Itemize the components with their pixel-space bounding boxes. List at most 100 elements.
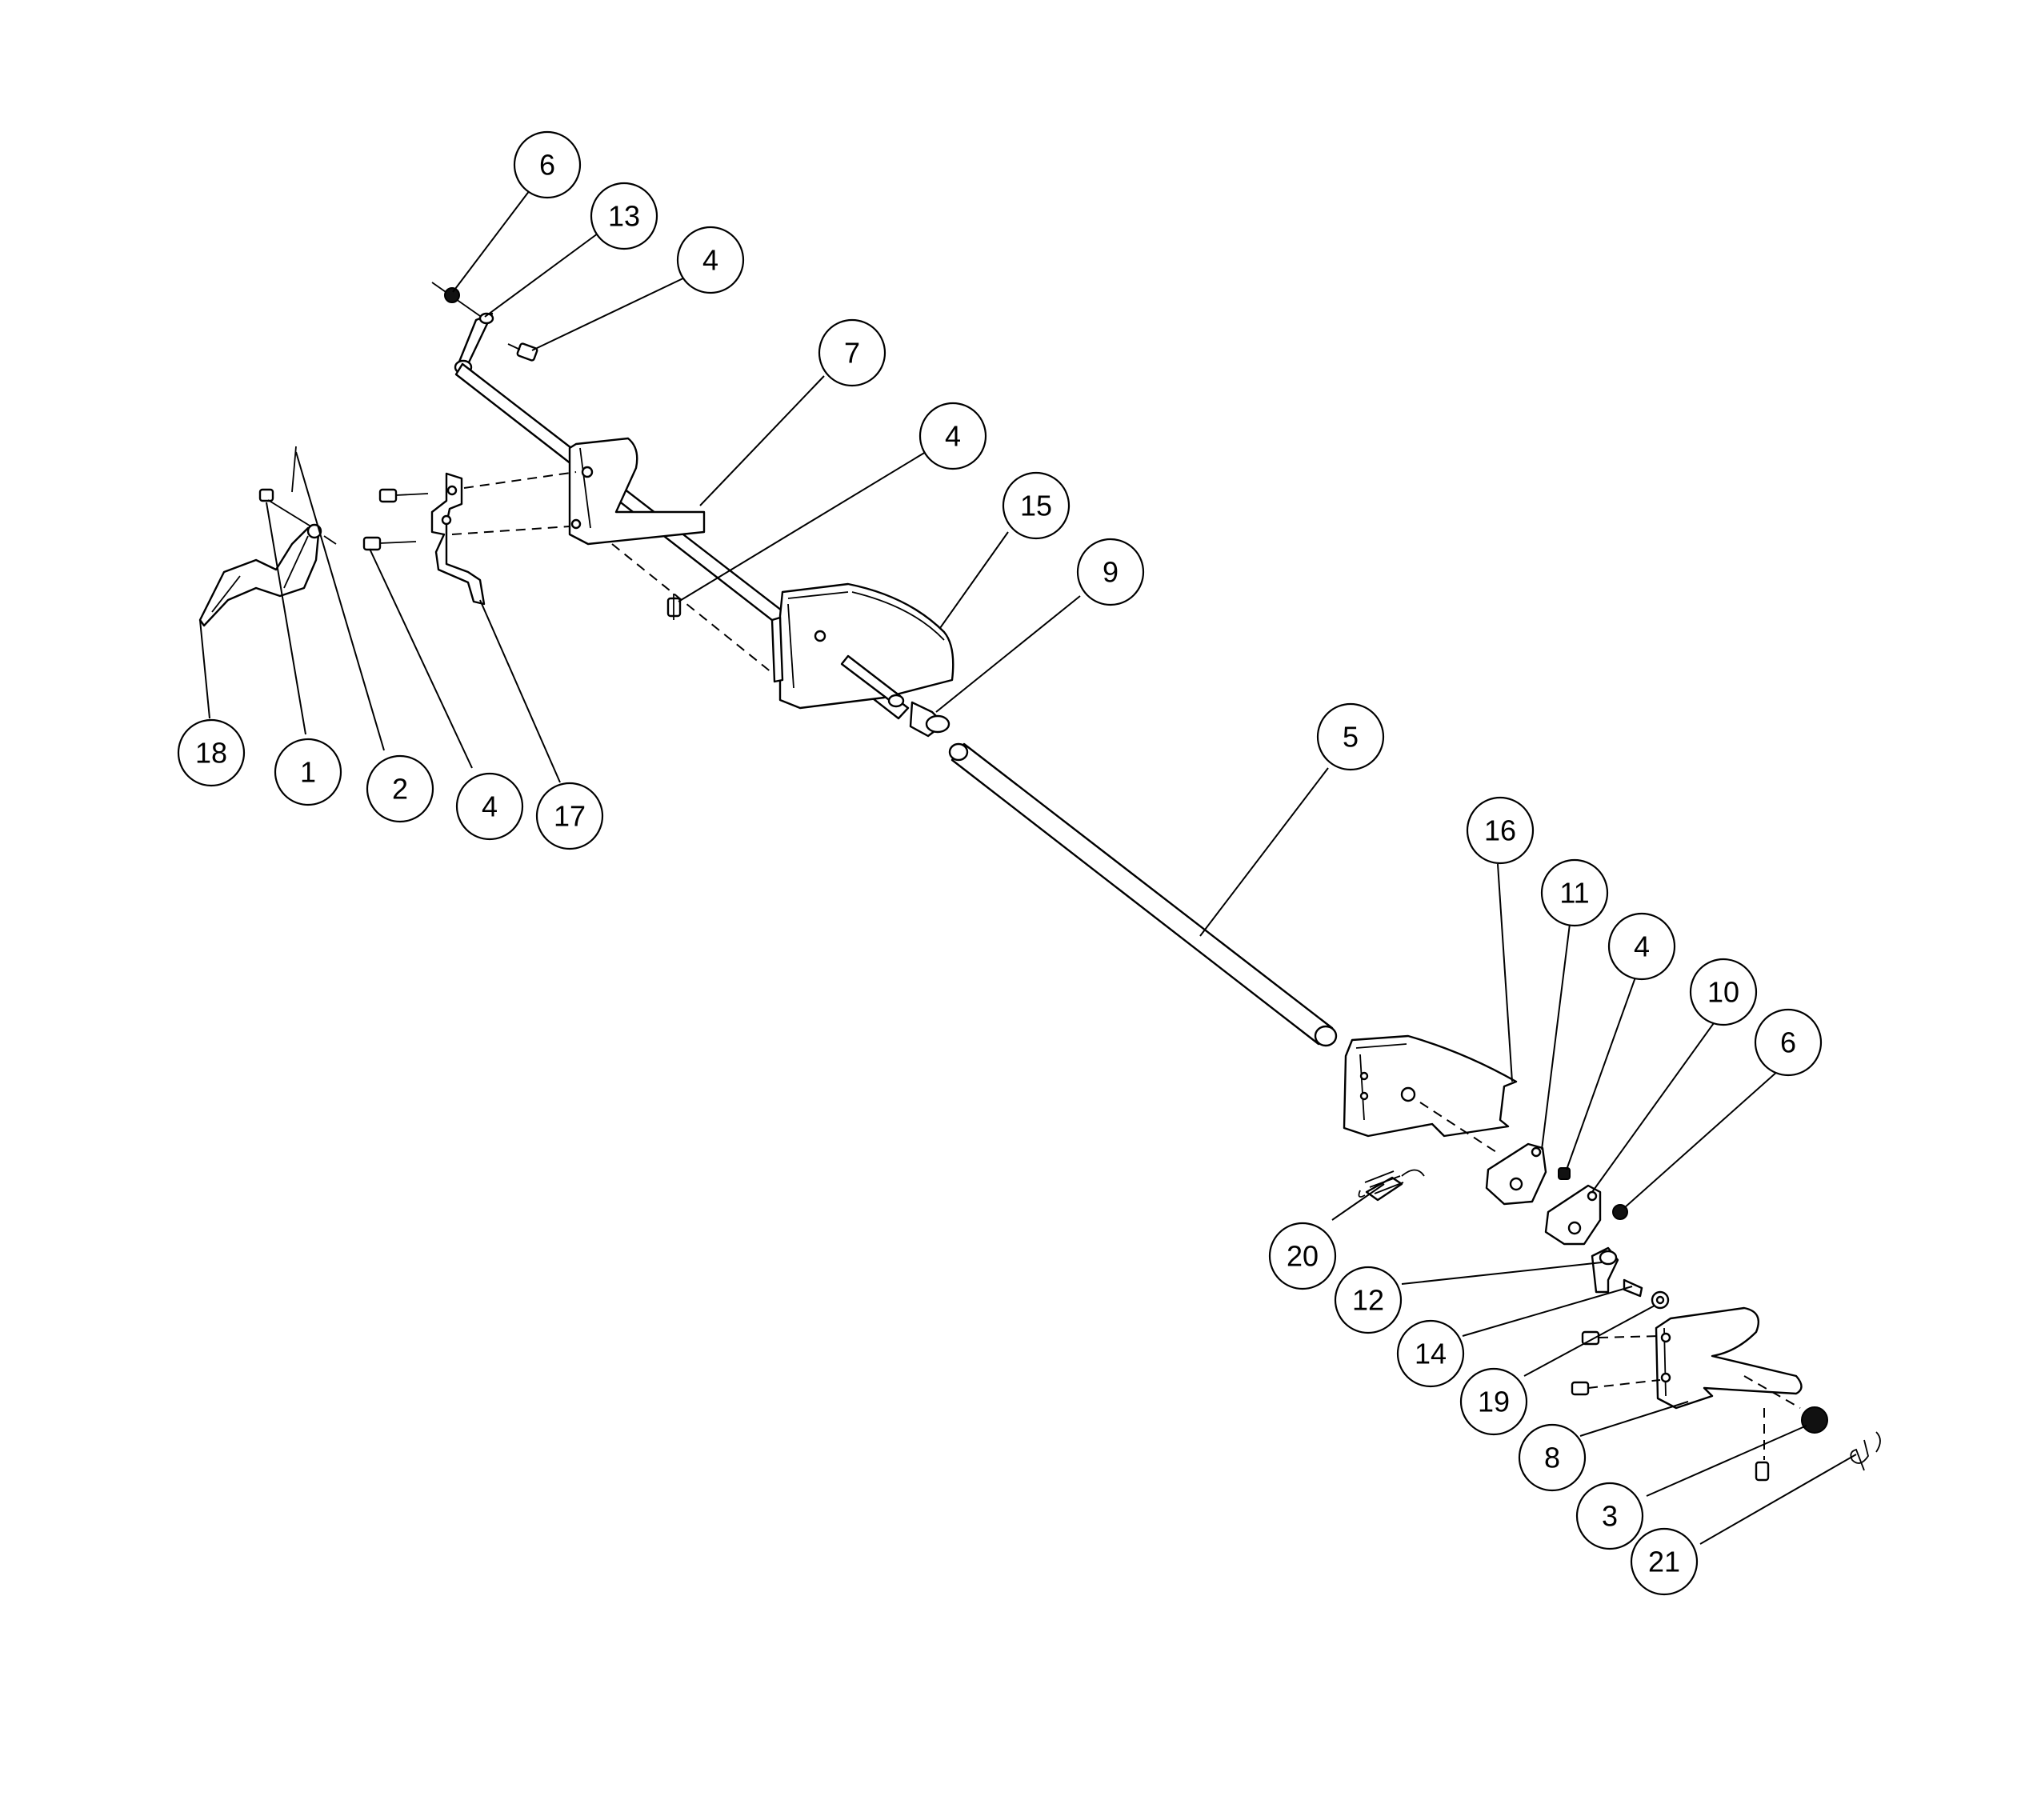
callout-label: 6 xyxy=(539,149,555,182)
callout-4-left: 4 xyxy=(455,772,524,841)
leader-4-center xyxy=(678,451,926,602)
clevis-part-12 xyxy=(1591,1246,1619,1294)
link-bracket-part-17 xyxy=(430,472,486,606)
leader-10 xyxy=(1591,1011,1723,1193)
callout-20: 20 xyxy=(1268,1222,1337,1290)
callout-6-top: 6 xyxy=(513,130,582,199)
spring-part-20 xyxy=(1358,1169,1425,1202)
callout-11: 11 xyxy=(1540,858,1609,927)
leader-17 xyxy=(479,599,561,783)
callout-4-center: 4 xyxy=(918,402,987,470)
leader-11 xyxy=(1541,923,1571,1150)
leader-5 xyxy=(1199,767,1329,937)
callout-label: 10 xyxy=(1707,976,1739,1009)
bolt-part-4-right xyxy=(1558,1167,1571,1180)
spacer-part-9 xyxy=(909,701,950,738)
callout-5: 5 xyxy=(1316,702,1385,771)
callout-label: 4 xyxy=(482,790,498,823)
bolt-part-8-a xyxy=(1581,1330,1661,1346)
callout-6-right: 6 xyxy=(1754,1008,1823,1077)
lower-bracket-part-8 xyxy=(1655,1306,1803,1410)
pin-part-1 xyxy=(258,488,317,530)
leader-3 xyxy=(1646,1425,1807,1497)
bushing-part-14 xyxy=(1623,1278,1643,1298)
callout-13: 13 xyxy=(590,182,658,250)
hairpin-clip-part-21 xyxy=(1850,1431,1881,1471)
callout-18: 18 xyxy=(177,718,246,787)
callout-label: 6 xyxy=(1780,1026,1796,1059)
nut-part-6-top xyxy=(431,282,481,317)
mid-bracket-part-15 xyxy=(770,582,954,710)
callout-label: 16 xyxy=(1484,814,1516,847)
bolt-part-4-top xyxy=(507,342,538,362)
right-bracket-part-16 xyxy=(1343,1034,1518,1138)
long-shaft-part-5 xyxy=(948,742,1338,1047)
bolt-part-4-left-a xyxy=(378,488,429,503)
callout-label: 18 xyxy=(195,737,227,770)
callout-7: 7 xyxy=(818,318,886,387)
callout-label: 8 xyxy=(1544,1442,1560,1474)
leader-6-right xyxy=(1623,1063,1787,1209)
callout-4-right: 4 xyxy=(1607,912,1676,981)
callout-label: 9 xyxy=(1103,556,1119,589)
callout-label: 11 xyxy=(1559,877,1589,910)
bolt-part-8-b xyxy=(1571,1379,1661,1396)
callout-9: 9 xyxy=(1076,538,1145,606)
leader-18 xyxy=(199,619,210,719)
callout-label: 1 xyxy=(300,756,316,789)
callout-label: 4 xyxy=(702,244,718,277)
nut-part-6-right xyxy=(1612,1204,1628,1220)
callout-label: 4 xyxy=(945,420,961,453)
callout-3: 3 xyxy=(1575,1482,1644,1550)
callout-14: 14 xyxy=(1396,1319,1465,1388)
callout-label: 3 xyxy=(1602,1500,1618,1533)
washer-part-19 xyxy=(1651,1290,1670,1310)
alignment-line-b xyxy=(451,526,570,535)
callout-label: 14 xyxy=(1415,1338,1447,1370)
callout-label: 2 xyxy=(392,773,408,806)
leader-13 xyxy=(484,233,598,318)
leader-4-left xyxy=(369,548,473,769)
callout-16: 16 xyxy=(1466,796,1535,865)
callout-10: 10 xyxy=(1689,958,1758,1026)
leader-4-right xyxy=(1566,963,1641,1170)
leader-6-top xyxy=(452,190,530,293)
bolt-part-8-c xyxy=(1755,1408,1770,1482)
leader-19 xyxy=(1523,1305,1655,1377)
leader-12 xyxy=(1401,1262,1603,1285)
bolt-part-4-left-b xyxy=(362,536,417,551)
handle-part-18 xyxy=(198,526,320,627)
alignment-line-c xyxy=(611,543,777,677)
callout-label: 17 xyxy=(554,800,586,833)
callout-label: 5 xyxy=(1343,721,1359,754)
leader-4-top xyxy=(531,275,689,351)
callout-1: 1 xyxy=(274,738,342,806)
alignment-line-a xyxy=(463,471,577,489)
callout-label: 13 xyxy=(608,200,640,233)
arm-part-11 xyxy=(1485,1142,1547,1206)
callout-12: 12 xyxy=(1334,1266,1403,1334)
callout-label: 12 xyxy=(1352,1284,1384,1317)
callout-4-top: 4 xyxy=(676,226,745,294)
leader-9 xyxy=(935,595,1081,713)
arm-part-10 xyxy=(1544,1184,1602,1246)
callout-21: 21 xyxy=(1630,1527,1699,1596)
leader-8 xyxy=(1579,1401,1689,1437)
callout-19: 19 xyxy=(1459,1367,1528,1436)
callout-label: 15 xyxy=(1020,490,1052,522)
callout-label: 4 xyxy=(1634,930,1650,963)
leader-2 xyxy=(295,451,385,751)
callout-8: 8 xyxy=(1518,1423,1587,1492)
cotter-pin-part-2 xyxy=(291,446,337,545)
callout-label: 21 xyxy=(1648,1546,1680,1578)
leader-16 xyxy=(1497,863,1513,1082)
callout-label: 20 xyxy=(1287,1240,1319,1273)
bolt-part-4-center xyxy=(666,594,682,620)
callout-label: 7 xyxy=(844,337,860,370)
callout-17: 17 xyxy=(535,782,604,850)
callout-15: 15 xyxy=(1002,471,1071,540)
leader-7 xyxy=(699,375,825,506)
leader-1 xyxy=(266,502,306,735)
mount-bracket-part-7 xyxy=(568,437,706,546)
